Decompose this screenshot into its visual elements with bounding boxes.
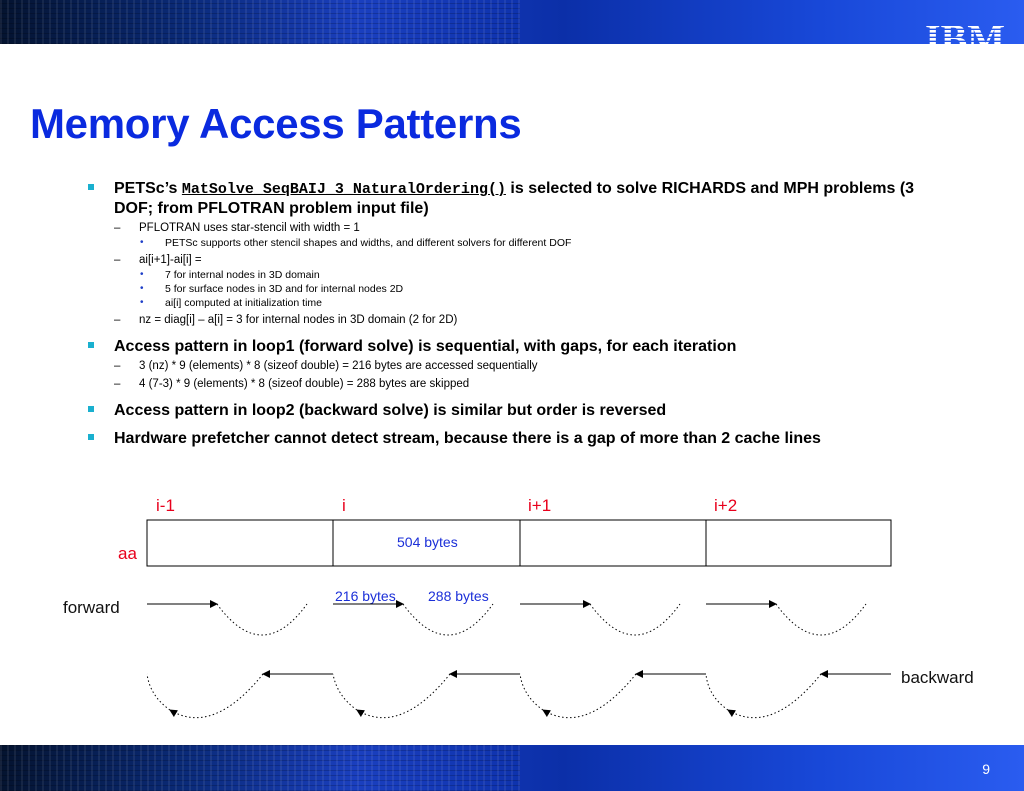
index-label-i-plus-1: i+1 <box>528 496 552 515</box>
dot-bullet-icon: • <box>140 237 144 248</box>
dash-bullet-icon: – <box>114 222 121 234</box>
bullet-prefetcher: Hardware prefetcher cannot detect stream… <box>88 429 948 448</box>
dash-bullet-icon: – <box>114 360 121 372</box>
forward-arrows <box>147 600 867 636</box>
dot-bullet-icon: • <box>140 269 144 280</box>
backward-arrows <box>146 670 891 719</box>
sub-bullet: – ai[i+1]-ai[i] = <box>114 254 202 266</box>
sub-bullet: – 3 (nz) * 9 (elements) * 8 (sizeof doub… <box>114 360 538 372</box>
dash-bullet-icon: – <box>114 254 121 266</box>
array-cell <box>705 519 892 567</box>
square-bullet-icon <box>88 406 94 412</box>
bullet-list: PETSc’s MatSolve_SeqBAIJ_3_NaturalOrderi… <box>88 179 948 448</box>
dot-bullet-icon: • <box>140 283 144 294</box>
bottom-banner: 9 <box>0 745 1024 791</box>
index-label-i-plus-2: i+2 <box>714 496 738 515</box>
bullet-petsc: PETSc’s MatSolve_SeqBAIJ_3_NaturalOrderi… <box>88 179 948 218</box>
array-cell <box>519 519 707 567</box>
square-bullet-icon <box>88 184 94 190</box>
page-title: Memory Access Patterns <box>30 100 522 147</box>
diagram-drawing <box>146 519 892 719</box>
accessed-bytes-label: 216 bytes <box>335 588 396 604</box>
sub-bullet: – 4 (7-3) * 9 (elements) * 8 (sizeof dou… <box>114 378 470 390</box>
backward-label: backward <box>901 668 974 687</box>
top-banner <box>0 0 1024 44</box>
index-label-i-minus-1: i-1 <box>156 496 175 515</box>
page-number: 9 <box>982 761 990 777</box>
sub-sub-bullet: • 5 for surface nodes in 3D and for inte… <box>140 283 404 295</box>
array-cell <box>332 519 521 567</box>
sub-sub-bullet: • PETSc supports other stencil shapes an… <box>140 237 572 249</box>
block-size-label: 504 bytes <box>397 534 458 550</box>
dot-bullet-icon: • <box>140 297 144 308</box>
square-bullet-icon <box>88 434 94 440</box>
dash-bullet-icon: – <box>114 314 121 326</box>
bullet-loop1: Access pattern in loop1 (forward solve) … <box>88 337 948 356</box>
forward-label: forward <box>63 598 120 617</box>
code-function-name: MatSolve_SeqBAIJ_3_NaturalOrdering() <box>181 181 506 198</box>
skipped-bytes-label: 288 bytes <box>428 588 489 604</box>
array-cell <box>146 519 334 567</box>
array-cells <box>146 519 892 567</box>
bullet-loop2: Access pattern in loop2 (backward solve)… <box>88 401 948 420</box>
array-label: aa <box>118 544 137 563</box>
sub-sub-bullet: • ai[i] computed at initialization time <box>140 297 322 309</box>
dash-bullet-icon: – <box>114 378 121 390</box>
ibm-logo: IBM <box>925 16 1005 61</box>
sub-sub-bullet: • 7 for internal nodes in 3D domain <box>140 269 320 281</box>
index-label-i: i <box>342 496 346 515</box>
sub-bullet: – PFLOTRAN uses star-stencil with width … <box>114 222 360 234</box>
memory-access-diagram: i-1 i i+1 i+2 aa 504 bytes 216 bytes 288… <box>0 490 1024 730</box>
square-bullet-icon <box>88 342 94 348</box>
sub-bullet: – nz = diag[i] – a[i] = 3 for internal n… <box>114 314 458 326</box>
logo-text: IBM <box>925 16 1005 61</box>
